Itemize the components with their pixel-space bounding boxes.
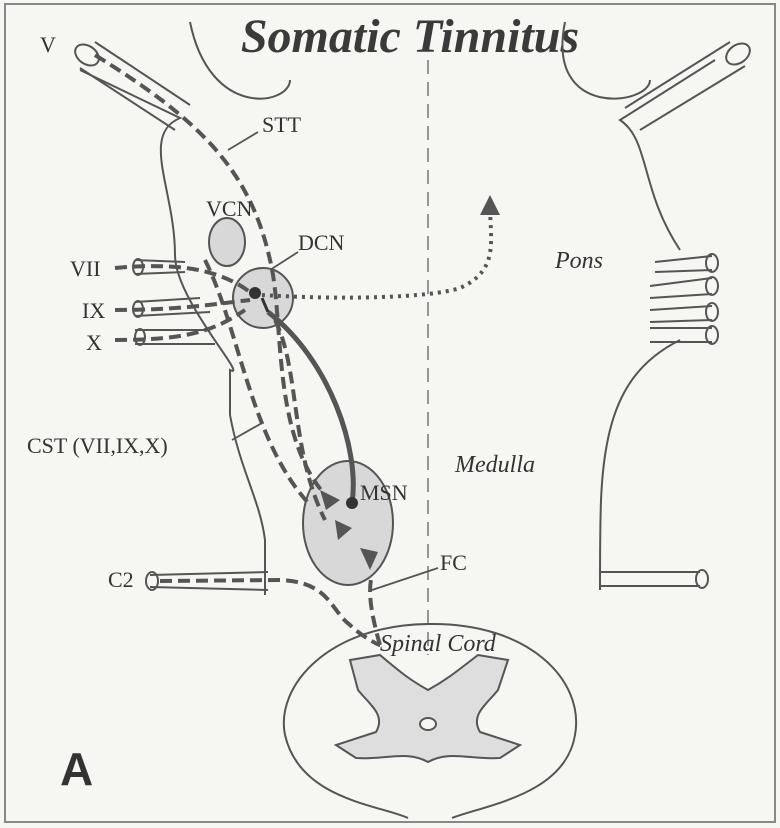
label-vii: VII [70, 256, 101, 281]
label-vcn: VCN [206, 196, 253, 221]
cranial-roots-left [133, 259, 215, 345]
cranial-roots-right [650, 254, 718, 344]
label-spinal-cord: Spinal Cord [380, 631, 497, 657]
label-medulla: Medulla [454, 452, 535, 478]
label-ix: IX [82, 298, 105, 323]
nerve-c2 [146, 570, 708, 590]
ascending-path [262, 205, 491, 298]
label-fc: FC [440, 550, 467, 575]
label-dcn: DCN [298, 230, 345, 255]
msn-soma [346, 497, 358, 509]
label-msn: MSN [360, 480, 408, 505]
spinal-cord-gray-matter [336, 655, 520, 762]
label-pons: Pons [554, 248, 603, 274]
central-canal [420, 718, 436, 730]
label-x: X [86, 330, 102, 355]
dcn-terminal [249, 287, 261, 299]
label-stt: STT [262, 112, 302, 137]
panel-letter: A [60, 743, 93, 795]
label-v: V [40, 32, 56, 57]
figure-title: Somatic Tinnitus [241, 10, 579, 63]
label-cst: CST (VII,IX,X) [27, 433, 168, 458]
vcn-nucleus [209, 218, 245, 266]
label-c2: C2 [108, 567, 134, 592]
